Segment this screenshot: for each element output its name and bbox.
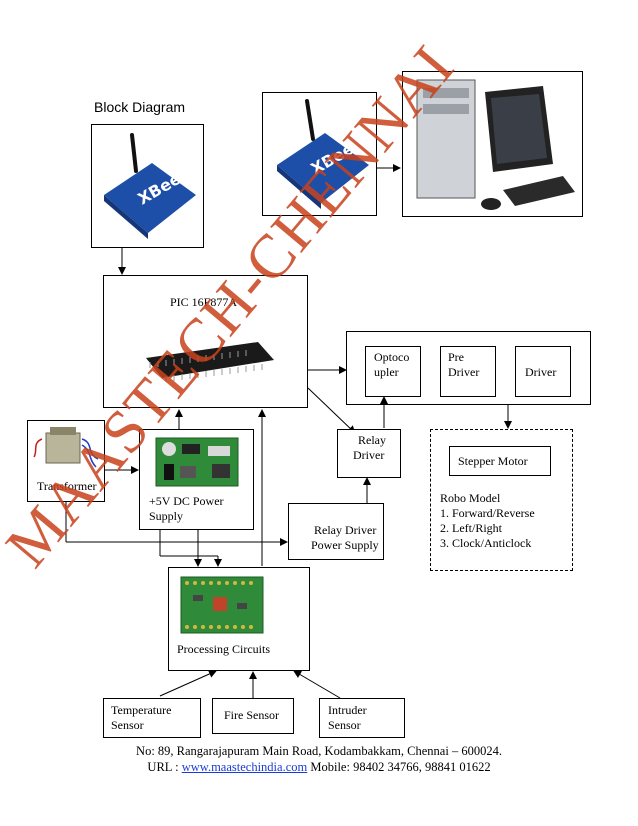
processing-board-icon: [180, 576, 264, 634]
xbee-module-right: XBee: [262, 92, 377, 216]
relay-driver-block: Relay Driver: [337, 429, 401, 478]
xbee-module-left: XBee: [91, 124, 204, 248]
robo-model-item: 3. Clock/Anticlock: [440, 536, 532, 550]
computer-image: [402, 71, 583, 217]
intruder-sensor-label-2: Sensor: [328, 718, 361, 732]
footer-mobile: Mobile: 98402 34766, 98841 01622: [307, 760, 491, 774]
intruder-sensor-block: Intruder Sensor: [319, 698, 405, 738]
driver-block: Driver: [515, 346, 571, 397]
relay-power-label-2: Power Supply: [311, 538, 379, 552]
temperature-sensor-label-2: Sensor: [111, 718, 144, 732]
pre-driver-label-1: Pre: [448, 350, 464, 364]
temperature-sensor-label-1: Temperature: [111, 703, 172, 717]
stepper-motor-label: Stepper Motor: [458, 454, 528, 468]
driver-group: [346, 331, 591, 405]
processing-label: Processing Circuits: [177, 642, 270, 656]
robo-model-item: 1. Forward/Reverse: [440, 506, 535, 520]
power-supply-block: +5V DC Power Supply: [139, 429, 254, 530]
optocoupler-block: Optoco upler: [365, 346, 421, 397]
robo-model-group: Stepper Motor Robo Model 1. Forward/Reve…: [430, 429, 573, 571]
diagram-title: Block Diagram: [94, 99, 186, 115]
robo-model-item: 2. Left/Right: [440, 521, 502, 535]
transformer-icon: [33, 427, 99, 468]
processing-circuits-block: Processing Circuits: [168, 567, 310, 671]
fire-sensor-block: Fire Sensor: [212, 698, 294, 734]
stepper-motor-block: Stepper Motor: [449, 446, 551, 476]
robo-model-title: Robo Model: [440, 491, 501, 505]
relay-power-label-1: Relay Driver: [314, 523, 377, 537]
relay-driver-label-2: Driver: [353, 448, 385, 462]
ic-chip-icon: [146, 342, 274, 382]
transformer-block: Transformer: [27, 420, 105, 502]
xbee-module-icon: XBee: [277, 99, 369, 209]
driver-label: Driver: [525, 365, 557, 379]
desktop-computer-icon: [416, 79, 575, 210]
pre-driver-block: Pre Driver: [440, 346, 496, 397]
pic-label: PIC 16F877A: [170, 295, 238, 309]
xbee-module-icon: XBee: [104, 133, 196, 239]
intruder-sensor-label-1: Intruder: [328, 703, 367, 717]
relay-driver-label-1: Relay: [358, 433, 386, 447]
temperature-sensor-block: Temperature Sensor: [103, 698, 201, 738]
transformer-label: Transformer: [37, 479, 97, 493]
power-board-icon: [155, 437, 239, 487]
pic-microcontroller-block: PIC 16F877A: [103, 275, 308, 408]
optocoupler-label-1: Optoco: [374, 350, 410, 364]
footer-address: No: 89, Rangarajapuram Main Road, Kodamb…: [136, 744, 502, 758]
fire-sensor-label: Fire Sensor: [224, 708, 279, 722]
power-supply-label-1: +5V DC Power: [149, 494, 224, 508]
power-supply-label-2: Supply: [149, 509, 184, 523]
footer-url-prefix: URL :: [147, 760, 182, 774]
footer-url-link[interactable]: www.maastechindia.com: [181, 760, 308, 774]
optocoupler-label-2: upler: [374, 365, 399, 379]
footer-contact: URL : www.maastechindia.com Mobile: 9840…: [0, 760, 638, 775]
relay-power-supply-block: Relay Driver Power Supply: [288, 503, 384, 560]
pre-driver-label-2: Driver: [448, 365, 480, 379]
